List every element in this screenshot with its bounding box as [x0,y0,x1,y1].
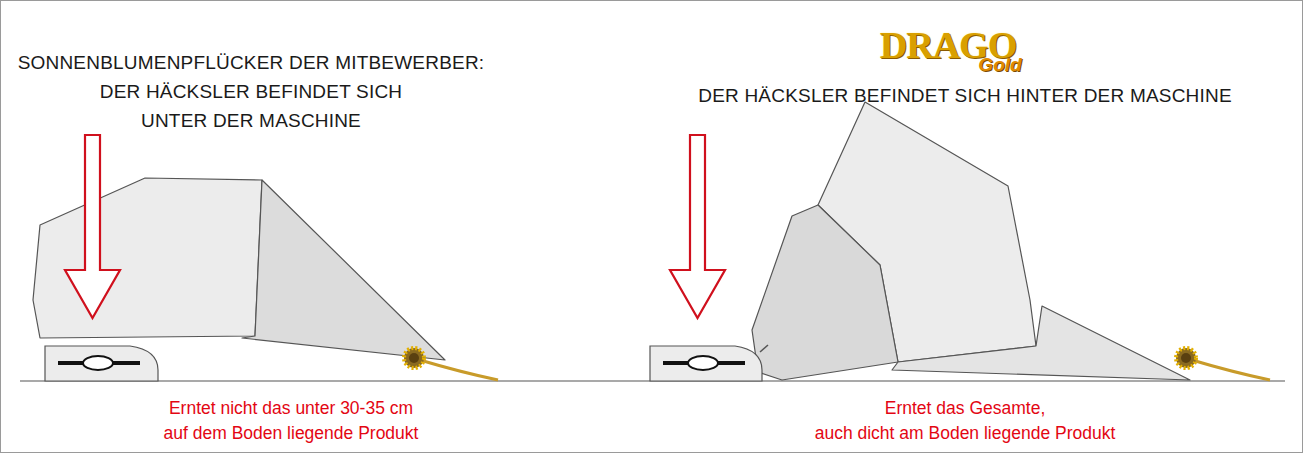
result-note: Erntet nicht das unter 30-35 cm [169,398,413,418]
result-note: auf dem Boden liegende Produkt [164,423,419,443]
heading-line: DER HÄCKSLER BEFINDET SICH [100,81,403,103]
drago-machine [752,102,1190,380]
brand-logo-sub: Gold [978,54,1021,76]
heading-line: UNTER DER MASCHINE [141,110,361,132]
heading-line: DER HÄCKSLER BEFINDET SICH HINTER DER MA… [698,85,1232,107]
down-arrow [65,135,120,318]
down-arrow [670,135,725,318]
chopper-under [45,346,158,381]
chopper-behind [650,345,768,381]
result-note: auch dicht am Boden liegende Produkt [815,423,1116,443]
sunflower [1176,348,1270,380]
result-note: Erntet das Gesamte, [885,398,1046,418]
heading-line: SONNENBLUMENPFLÜCKER DER MITBEWERBER: [18,52,485,74]
sunflower [404,348,498,380]
